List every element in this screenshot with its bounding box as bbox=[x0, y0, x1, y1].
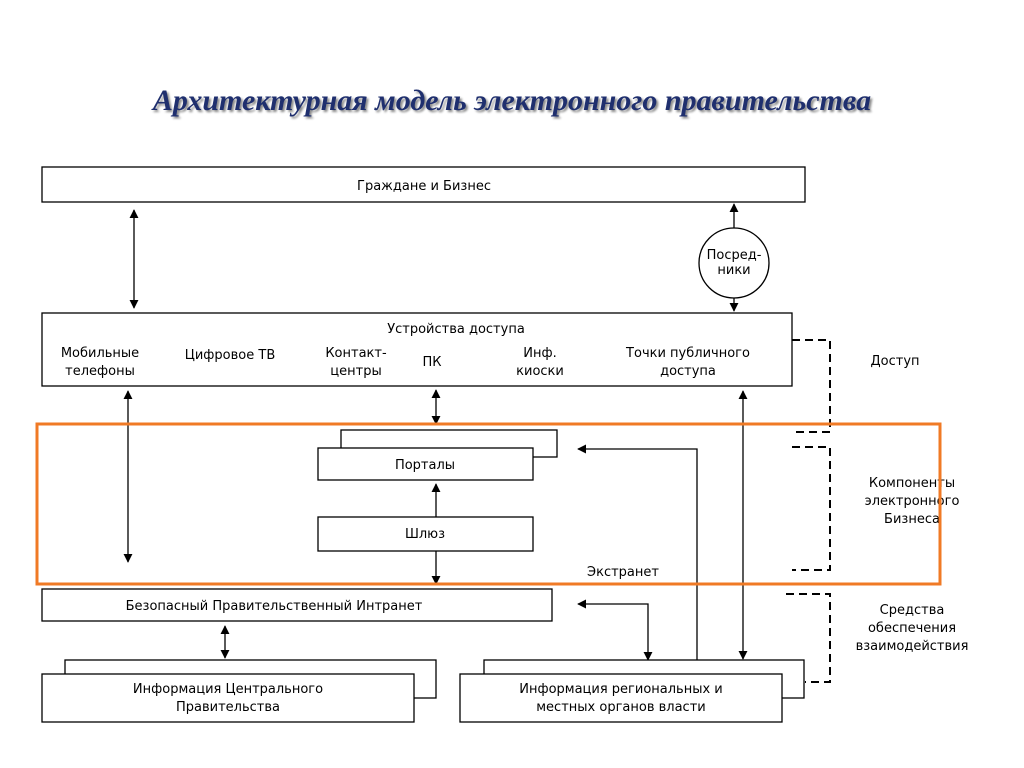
access-devices-box bbox=[41, 312, 793, 387]
portals-box bbox=[317, 447, 534, 481]
ebusiness-side-label-2: электронного bbox=[865, 494, 960, 509]
citizens-label: Граждане и Бизнес bbox=[357, 179, 491, 194]
intermediaries-label-2: ники bbox=[717, 263, 750, 278]
ebusiness-highlight-frame bbox=[35, 422, 942, 586]
gateway-label: Шлюз bbox=[405, 527, 445, 542]
ebusiness-side-label-3: Бизнеса bbox=[884, 512, 940, 527]
regional-info-label-2: местных органов власти bbox=[536, 700, 705, 715]
interaction-bracket bbox=[786, 593, 831, 683]
ebusiness-side-label-1: Компоненты bbox=[869, 476, 955, 491]
mobile-phones-label-1: Мобильные bbox=[61, 346, 139, 361]
pc-label: ПК bbox=[422, 355, 441, 370]
interaction-side-label-1: Средства bbox=[880, 603, 945, 618]
regional-portals-arrow bbox=[577, 444, 698, 660]
contact-centers-label-2: центры bbox=[330, 364, 381, 379]
diagram-title: Архитектурная модель электронного правит… bbox=[152, 84, 872, 117]
contact-centers-label-1: Контакт- bbox=[325, 346, 387, 361]
intranet-regional-arrow bbox=[577, 599, 653, 661]
regional-info-label-1: Информация региональных и bbox=[519, 682, 723, 697]
portals-label: Порталы bbox=[395, 458, 455, 473]
intermediaries-label-1: Посред- bbox=[707, 248, 762, 263]
mobile-phones-label-2: телефоны bbox=[65, 364, 135, 379]
access-side-label: Доступ bbox=[870, 354, 919, 369]
access-bracket bbox=[792, 339, 831, 433]
central-info-label-2: Правительства bbox=[176, 700, 280, 715]
digital-tv-label: Цифровое ТВ bbox=[185, 348, 275, 363]
ebusiness-bracket bbox=[792, 446, 831, 571]
intranet-box bbox=[41, 588, 553, 622]
kiosks-label-2: киоски bbox=[516, 364, 564, 379]
kiosks-label-1: Инф. bbox=[523, 346, 556, 361]
intranet-label: Безопасный Правительственный Интранет bbox=[126, 599, 423, 614]
interaction-side-label-2: обеспечения bbox=[868, 621, 956, 636]
gateway-box bbox=[317, 516, 534, 552]
central-info-box bbox=[41, 673, 415, 723]
citizens-box bbox=[41, 166, 806, 203]
interaction-side-label-3: взаимодействия bbox=[856, 639, 969, 654]
central-info-label-1: Информация Центрального bbox=[133, 682, 323, 697]
public-points-label-2: доступа bbox=[660, 364, 716, 379]
access-devices-heading: Устройства доступа bbox=[387, 322, 525, 337]
regional-info-box bbox=[459, 673, 783, 723]
extranet-label: Экстранет bbox=[587, 565, 659, 580]
public-points-label-1: Точки публичного bbox=[625, 346, 750, 361]
